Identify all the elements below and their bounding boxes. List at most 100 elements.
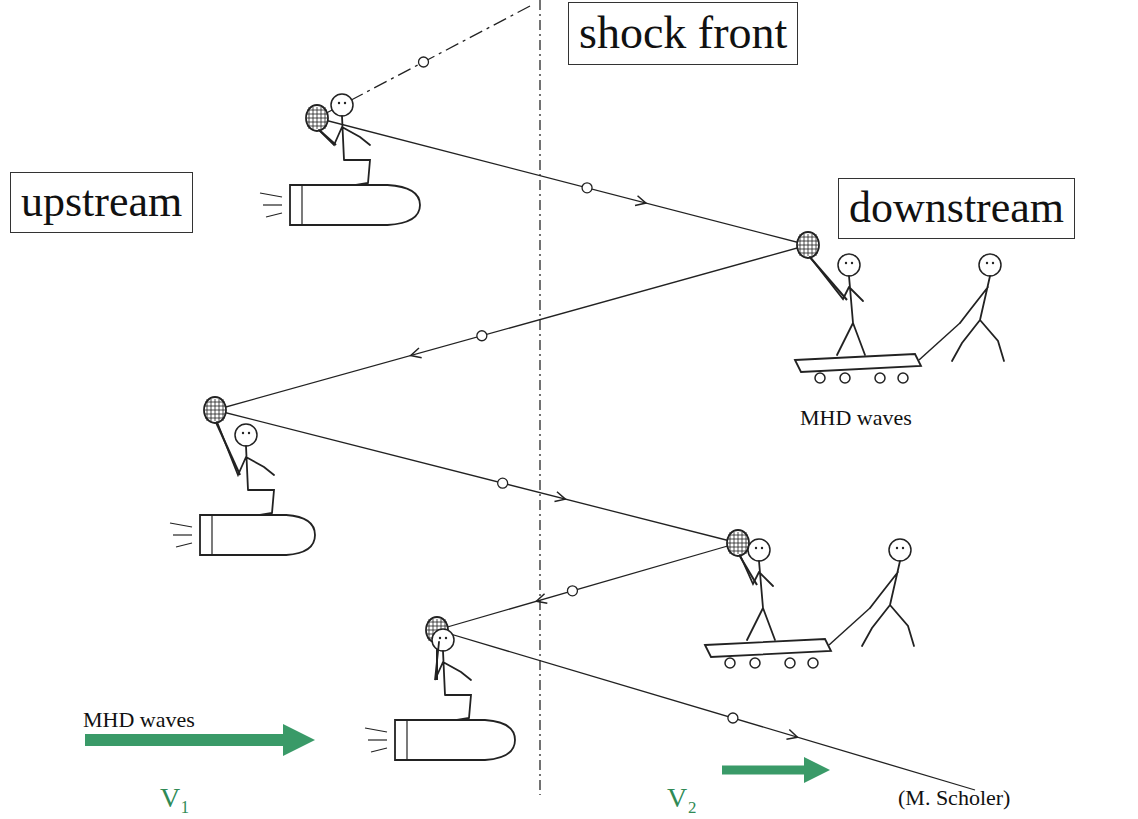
stroke xyxy=(307,122,327,123)
stroke xyxy=(344,102,346,104)
stroke xyxy=(902,547,904,549)
credit-label: (M. Scholer) xyxy=(898,785,1010,811)
velocity-label: V₂ xyxy=(667,782,697,814)
stroke xyxy=(761,547,763,549)
cart xyxy=(795,354,921,372)
exhaust xyxy=(365,728,387,732)
direction-arrow xyxy=(411,348,422,358)
particle xyxy=(567,586,577,596)
wheel xyxy=(840,373,850,383)
racket xyxy=(727,530,749,556)
stroke xyxy=(851,262,853,264)
stroke xyxy=(728,543,748,544)
box-text: upstream xyxy=(21,177,182,228)
rocket xyxy=(200,515,315,555)
stroke xyxy=(248,432,250,434)
direction-arrow xyxy=(554,492,565,502)
text-box: shock front xyxy=(568,2,798,65)
figure-head xyxy=(889,539,911,561)
stroke xyxy=(205,410,225,411)
box-text: shock front xyxy=(579,7,787,60)
figure-head xyxy=(748,539,770,561)
stroke xyxy=(307,126,327,127)
text-box: upstream xyxy=(10,172,193,233)
box-text: downstream xyxy=(849,183,1064,234)
exhaust xyxy=(170,523,192,527)
direction-arrow xyxy=(635,196,646,206)
wheel xyxy=(785,658,795,668)
figure-body xyxy=(952,276,1004,361)
stroke xyxy=(992,262,994,264)
stroke xyxy=(798,245,818,246)
stroke xyxy=(755,547,757,549)
exhaust xyxy=(260,193,282,197)
racket xyxy=(797,232,819,258)
stroke xyxy=(211,515,212,555)
trajectory xyxy=(317,6,530,118)
wheel xyxy=(815,373,825,383)
direction-arrow xyxy=(536,594,547,604)
racket xyxy=(306,105,328,131)
stroke xyxy=(205,418,225,419)
pull-rope xyxy=(919,323,960,360)
trajectory xyxy=(317,118,808,245)
exhaust xyxy=(371,748,387,752)
wheel xyxy=(898,373,908,383)
shock-line xyxy=(539,0,541,795)
exhaust xyxy=(368,739,387,740)
cart xyxy=(705,639,831,657)
stroke xyxy=(242,432,244,434)
particle xyxy=(419,57,429,67)
exhaust xyxy=(266,213,282,217)
rocket xyxy=(290,185,420,225)
figure-body xyxy=(810,257,865,355)
stroke xyxy=(205,414,225,415)
text-box: downstream xyxy=(838,178,1075,239)
trajectory xyxy=(215,245,808,410)
exhaust xyxy=(173,534,192,535)
wheel xyxy=(808,658,818,668)
wave-label: MHD waves xyxy=(800,405,912,431)
particle xyxy=(498,478,508,488)
direction-arrow xyxy=(786,730,797,740)
exhaust xyxy=(263,204,282,205)
stroke xyxy=(798,253,818,254)
stroke xyxy=(728,551,748,552)
stroke xyxy=(445,637,447,639)
wave-label: MHD waves xyxy=(83,707,195,733)
stroke xyxy=(896,547,898,549)
particle xyxy=(582,183,592,193)
stroke xyxy=(986,262,988,264)
rocket xyxy=(395,720,515,760)
wheel xyxy=(750,658,760,668)
figure-head xyxy=(331,94,353,116)
trajectory xyxy=(437,630,975,790)
stroke xyxy=(798,249,818,250)
stroke xyxy=(845,262,847,264)
flow-arrow xyxy=(722,757,830,783)
figure-head xyxy=(838,254,860,276)
pull-rope xyxy=(829,608,870,645)
exhaust xyxy=(176,543,192,547)
racket xyxy=(204,397,226,423)
figure-head xyxy=(432,629,454,651)
wheel xyxy=(725,658,735,668)
trajectory xyxy=(437,543,738,630)
stroke xyxy=(406,720,407,760)
stroke xyxy=(728,547,748,548)
stroke xyxy=(301,185,302,225)
figure-head xyxy=(235,424,257,446)
particle xyxy=(728,713,738,723)
stroke xyxy=(439,637,441,639)
figure-body xyxy=(435,642,471,720)
stroke xyxy=(307,118,327,119)
figure-body xyxy=(217,422,274,515)
stroke xyxy=(338,102,340,104)
velocity-label: V₁ xyxy=(160,782,190,814)
wheel xyxy=(875,373,885,383)
figure-body xyxy=(740,555,775,640)
figure-body xyxy=(319,116,370,185)
particle xyxy=(477,331,487,341)
figure-body xyxy=(862,561,914,646)
